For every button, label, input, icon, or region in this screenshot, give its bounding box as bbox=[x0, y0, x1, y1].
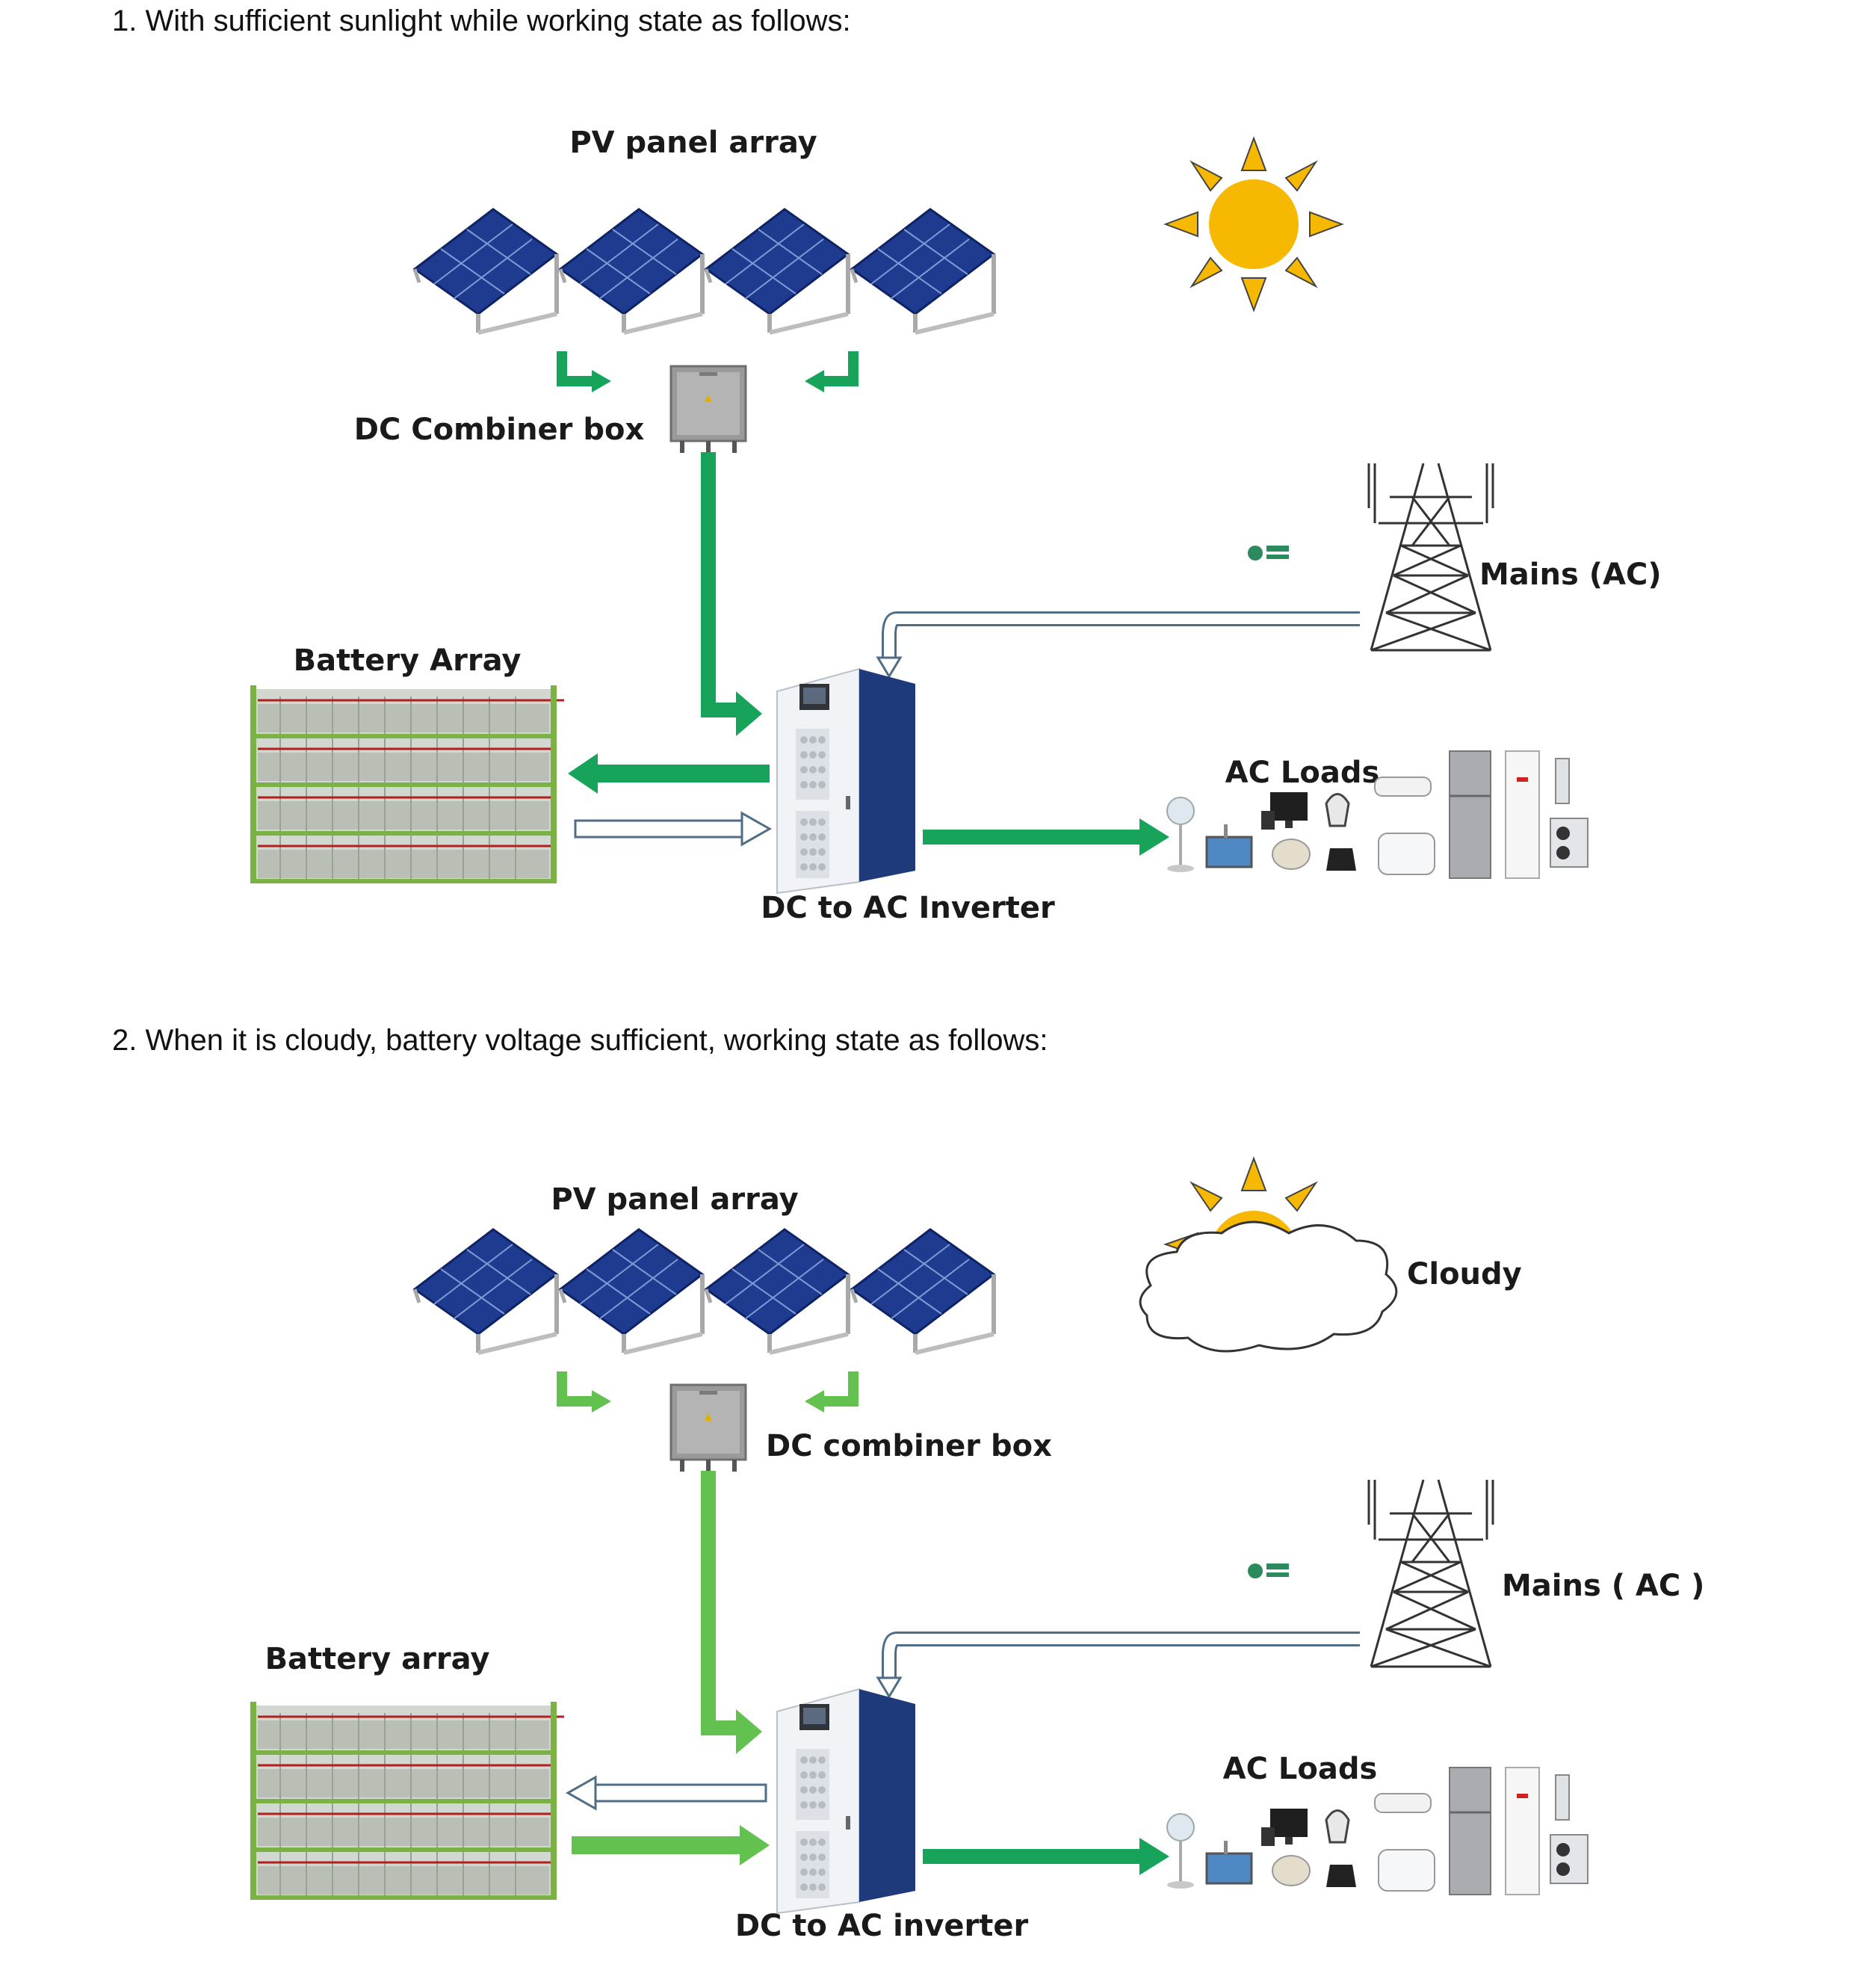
battery-label-1: Battery Array bbox=[294, 643, 522, 678]
battery-to-inverter-arrow-1 bbox=[574, 811, 773, 847]
dc-combiner-label-2: DC combiner box bbox=[766, 1429, 1052, 1463]
pv-panel-array-2 bbox=[415, 1229, 994, 1353]
inverter-label-2: DC to AC inverter bbox=[735, 1909, 1029, 1943]
battery-label-2: Battery array bbox=[265, 1642, 490, 1676]
inverter-2 bbox=[776, 1688, 916, 1914]
combiner-to-inverter-arrow-2 bbox=[701, 1471, 740, 1735]
ac-loads-2 bbox=[1166, 1766, 1589, 1896]
pv-array-label-2: PV panel array bbox=[551, 1182, 798, 1217]
mains-label-1: Mains (AC) bbox=[1479, 558, 1662, 592]
mains-to-inverter-arrow-2 bbox=[882, 1632, 1360, 1678]
ac-loads-label-2: AC Loads bbox=[1223, 1752, 1378, 1786]
battery-array-1 bbox=[249, 684, 566, 885]
panel-to-combiner-right-arrow-1 bbox=[822, 351, 859, 386]
grid-logo-1 bbox=[1248, 546, 1289, 561]
panel-to-combiner-left-arrow-2 bbox=[557, 1371, 594, 1407]
combiner-to-inverter-arrow-1 bbox=[701, 452, 740, 717]
mains-tower-1 bbox=[1367, 462, 1494, 652]
dc-combiner-box-1 bbox=[669, 365, 747, 454]
weather-label-2: Cloudy bbox=[1407, 1257, 1522, 1291]
pv-panel-array-1 bbox=[415, 209, 994, 333]
cloudy-icon bbox=[1139, 1156, 1398, 1353]
diagram-1: PV panel array bbox=[249, 126, 1662, 925]
dc-combiner-box-2 bbox=[669, 1383, 747, 1473]
mains-label-2: Mains ( AC ) bbox=[1502, 1569, 1704, 1603]
pv-array-label-1: PV panel array bbox=[569, 126, 817, 160]
ac-loads-label-1: AC Loads bbox=[1225, 756, 1380, 790]
inverter-label-1: DC to AC Inverter bbox=[761, 891, 1055, 925]
section-1-heading: 1. With sufficient sunlight while workin… bbox=[112, 4, 851, 37]
battery-array-2 bbox=[249, 1700, 566, 1901]
mains-tower-2 bbox=[1367, 1478, 1494, 1668]
inverter-1 bbox=[776, 668, 916, 894]
inverter-to-battery-arrow-2 bbox=[565, 1775, 767, 1811]
panel-to-combiner-left-arrow-1 bbox=[557, 351, 594, 386]
dc-combiner-label-1: DC Combiner box bbox=[354, 413, 645, 447]
section-2-heading: 2. When it is cloudy, battery voltage su… bbox=[112, 1024, 1048, 1057]
panel-to-combiner-right-arrow-2 bbox=[822, 1371, 859, 1407]
sun-icon bbox=[1163, 136, 1344, 312]
diagram-2: PV panel array Cloudy bbox=[249, 1156, 1704, 1943]
grid-logo-2 bbox=[1248, 1563, 1289, 1578]
mains-to-inverter-arrow-1 bbox=[882, 611, 1360, 658]
